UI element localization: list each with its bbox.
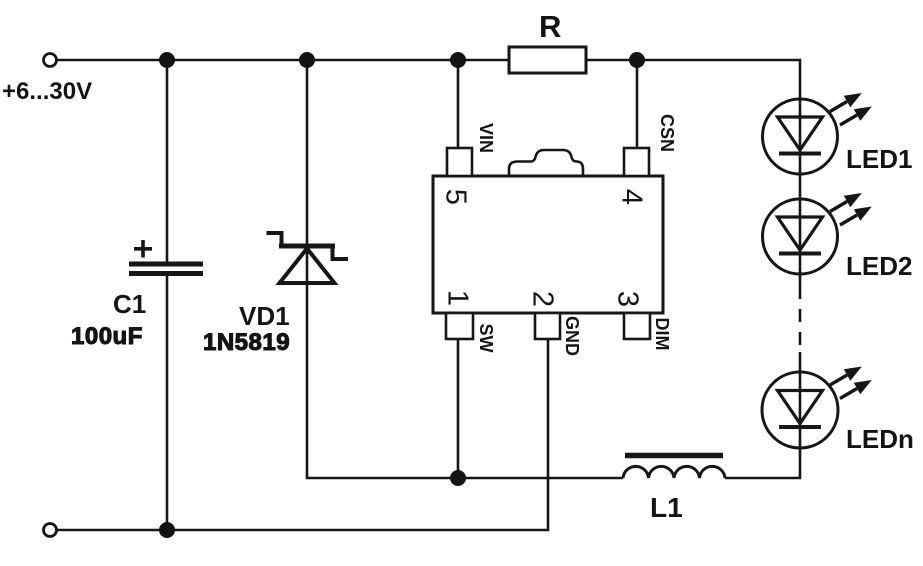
ledn-label: LEDn <box>846 424 914 454</box>
resistor-symbol <box>507 45 588 75</box>
junction-dot <box>629 52 645 68</box>
ledn-symbol <box>760 364 874 450</box>
ic-pin2-number: 2 <box>526 290 559 308</box>
diode-schottky-hook-right <box>330 248 348 261</box>
supply-voltage-label: +6...30V <box>2 78 93 105</box>
inductor-ref-label: L1 <box>650 492 683 523</box>
capacitor-ref-label: C1 <box>113 289 147 319</box>
junction-dot <box>299 52 315 68</box>
ic-pad-csn <box>622 146 651 178</box>
ic-pad-dim <box>622 311 652 341</box>
led1-symbol <box>761 91 874 176</box>
junction-dots <box>159 52 645 538</box>
led2-symbol <box>761 191 874 276</box>
ic-pad-vin <box>445 146 474 178</box>
led2-arrows-icon <box>828 191 874 227</box>
led1-label: LED1 <box>846 144 913 174</box>
ic-pin-dim-label: DIM <box>652 317 672 351</box>
diode-schottky-hook-left <box>266 231 284 244</box>
ic-package-tab <box>507 148 585 176</box>
diode-value-label: 1N5819 <box>202 329 291 356</box>
ic-pin4-number: 4 <box>615 188 648 206</box>
resistor-ref-label: R <box>539 9 562 44</box>
capacitor-plus-icon <box>134 240 152 258</box>
ic-pin-csn-label: CSN <box>657 113 677 153</box>
wire-sw-node <box>305 283 623 480</box>
led1-triangle <box>774 115 826 153</box>
junction-dot <box>450 470 466 486</box>
diode-ref-label: VD1 <box>239 301 290 331</box>
junction-dot <box>159 52 175 68</box>
ledn-triangle <box>774 388 826 427</box>
wire-inductor-to-ledn <box>725 448 802 480</box>
ic-pin-vin-label: VIN <box>476 122 496 154</box>
ic-pad-gnd <box>533 311 562 341</box>
ic-pin-sw-label: SW <box>476 323 496 353</box>
ic-pin3-number: 3 <box>611 290 644 308</box>
led2-triangle <box>774 215 826 253</box>
diode-triangle <box>275 245 339 285</box>
ledn-arrows-icon <box>828 364 874 401</box>
ic-pin5-number: 5 <box>439 188 472 206</box>
junction-dot <box>159 522 175 538</box>
inductor-coils <box>621 464 727 479</box>
ic-pad-sw <box>444 311 475 341</box>
ic-pin-gnd-label: GND <box>562 316 582 356</box>
led1-arrows-icon <box>828 91 874 127</box>
capacitor-value-label: 100uF <box>70 323 143 350</box>
terminal-negative <box>42 522 58 538</box>
junction-dot <box>450 52 466 68</box>
led2-label: LED2 <box>846 251 913 281</box>
wire-ground-rail <box>56 338 550 532</box>
ic-pin1-number: 1 <box>441 289 474 307</box>
terminal-positive <box>42 52 58 68</box>
